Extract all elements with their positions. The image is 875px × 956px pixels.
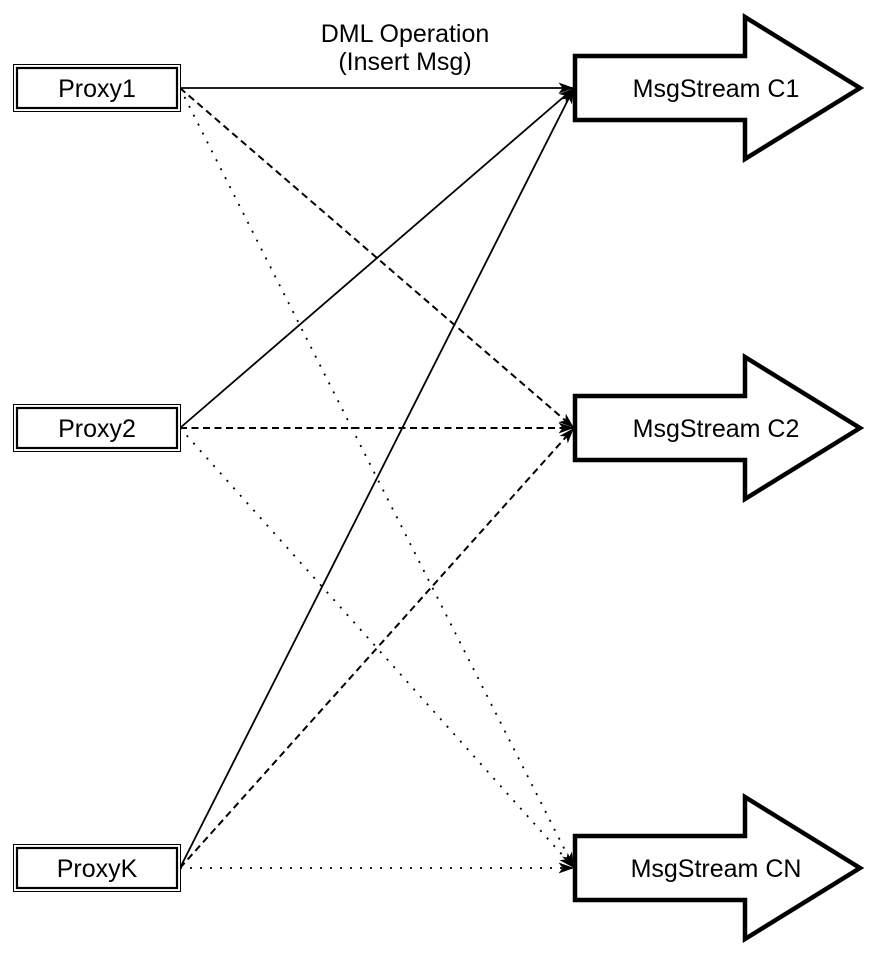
- streams-layer: MsgStream C1 MsgStream C2 MsgStream CN: [572, 12, 865, 944]
- msgstream-c2-node: MsgStream C2: [572, 352, 865, 504]
- proxy1-node: Proxy1: [13, 64, 181, 112]
- msgstream-cn-label: MsgStream CN: [631, 855, 802, 883]
- msgstream-c1-node: MsgStream C1: [572, 12, 865, 164]
- diagram-title-line1: DML Operation: [321, 20, 490, 48]
- edges-layer: [179, 82, 575, 874]
- proxyk-box: [15, 846, 179, 890]
- edge-proxyk-c1-solid: [179, 87, 575, 869]
- proxies-layer: Proxy1 Proxy2 ProxyK: [13, 64, 181, 892]
- block-arrow-cn: [572, 792, 865, 944]
- proxy2-label: Proxy2: [58, 415, 136, 443]
- diagram-title-line2: (Insert Msg): [338, 48, 471, 76]
- edge-proxy1-c2-dashed: [179, 87, 575, 429]
- proxy2-box: [15, 406, 179, 450]
- msgstream-cn-node: MsgStream CN: [572, 792, 865, 944]
- proxy1-box: [15, 66, 179, 110]
- block-arrow-c2: [572, 352, 865, 504]
- block-arrow-c1: [572, 12, 865, 164]
- proxy1-label: Proxy1: [58, 75, 136, 103]
- msgstream-c2-label: MsgStream C2: [633, 415, 800, 443]
- edge-proxyk-c2-dashed: [179, 427, 575, 869]
- msgstream-c1-label: MsgStream C1: [633, 75, 800, 103]
- proxyk-node: ProxyK: [13, 844, 181, 892]
- edge-proxy2-c1-solid: [179, 87, 575, 429]
- proxyk-label: ProxyK: [57, 855, 138, 883]
- proxy2-node: Proxy2: [13, 404, 181, 452]
